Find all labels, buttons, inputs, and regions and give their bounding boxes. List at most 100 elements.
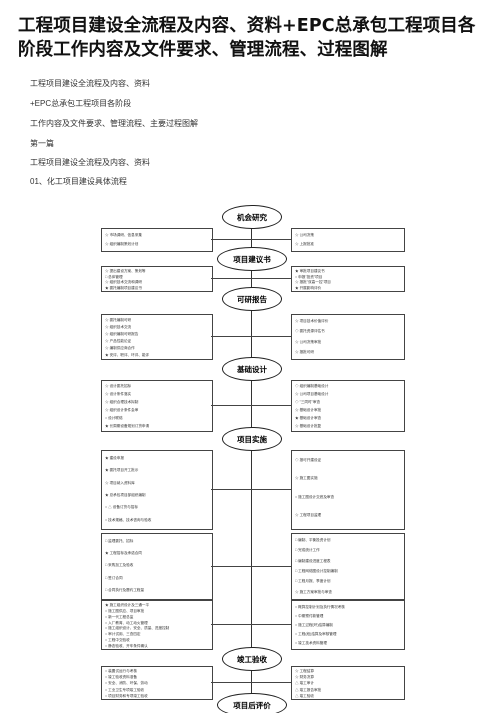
flow-box-right: ☆ 公司决策 ☆ 上报批准: [291, 228, 405, 252]
flow-connector: [251, 682, 291, 683]
flow-connector: [211, 239, 251, 240]
text-line-6: 01、化工项目建设具体流程: [30, 177, 127, 186]
flow-item-right: ○ 中期预付款管理: [295, 613, 324, 618]
flow-item-left: ○ 设计联络: [105, 415, 123, 420]
flow-item-left: ☆ 产品性能论证: [105, 338, 132, 343]
flow-item-left: ○ 新一代工程总监: [105, 614, 134, 619]
flow-box-right: ◇ 组织编制基础设计 ☆ 公司项目基础设计 ◇ "三同时"审查 ☆ 基础设计审批 ★ 基…: [291, 380, 405, 432]
flow-item-right: ★ 开展影响评价: [295, 285, 322, 290]
flow-item-left: ☆ 组织编制可研报告: [105, 331, 139, 336]
flow-item-right: △ 竣工验收: [295, 693, 314, 698]
flow-box-left: □ 监理委托、招标★ 工程招标及承诺合同□ 采购加工及验收□ 签订合同□ 合同执…: [101, 533, 213, 600]
flow-item-right: ☆ 公司决策审批: [295, 339, 322, 344]
flow-item-right: ☆ 报批可研: [295, 349, 314, 354]
flow-box-left: ★ 建设申报 ★ 委托项目开工批示 ☆ 项目纳入资料库 ★ 总承包项目部组织编制 ○ △…: [101, 450, 213, 530]
flow-connector: [211, 405, 251, 406]
text-line-4: 第一篇: [30, 139, 54, 148]
flow-item-right: ☆ 公司项目基础设计: [295, 392, 329, 397]
flow-item-left: □ 合同执行及履约工程量: [105, 587, 145, 592]
flow-item-left: ★ 建设申报: [105, 455, 124, 460]
flow-item-left: ☆ 组织技术交流和调研: [105, 280, 142, 285]
flow-item-right: ☆ 项目技术价值评价: [295, 319, 329, 324]
flow-connector: [211, 278, 251, 279]
flow-item-left: ★ 工程招标及承诺合同: [105, 551, 142, 556]
flow-item-left: ☆ 提出建设方案、策划等: [105, 269, 146, 274]
flow-item-right: ☆ 施工方案审批与审查: [295, 589, 332, 594]
flow-item-right: ◇ "三同时"审查: [295, 400, 321, 405]
flow-item-right: ○ 工程(段)结算及审核管理: [295, 631, 337, 636]
flow-item-right: ○ 施工图设计交底及审查: [295, 494, 335, 499]
flowchart: ☆ 市场调研、信息采集 ☆ 组织编制策划计划 ☆ 公司决策 ☆ 上报批准 ☆ 提出建设方…: [91, 198, 413, 713]
flow-item-left: ★ 委托编制项目建议书: [105, 285, 142, 290]
flow-node: 项目实施: [222, 427, 282, 451]
flow-item-left: ★ 总承包项目部组织编制: [105, 493, 146, 498]
document-title: 工程项目建设全流程及内容、资料+EPC总承包工程项目各阶段工作内容及文件要求、管…: [18, 16, 476, 60]
flow-connector: [251, 278, 291, 279]
text-line-5: 工程项目建设全流程及内容、资料: [30, 158, 150, 167]
flow-item-right: △ 竣工报告审批: [295, 687, 322, 692]
flow-box-right: ★ 审批项目建议书○ 申报"投资"项目☆ 报批"双高一控"项目★ 开展影响评价: [291, 266, 405, 292]
text-line-3: 工作内容及文件要求、管理流程、主要过程图解: [30, 119, 198, 128]
flow-item-left: ○ 竣工验收资料准备: [105, 675, 137, 680]
flow-item-left: ☆ 市场调研、信息采集: [105, 232, 142, 237]
flow-item-right: ☆ 基础设计审批: [295, 407, 322, 412]
flow-item-right: ○ 概算控制计划及执行情况考核: [295, 604, 345, 609]
flow-item-left: ○ 施工组织设计、安全、质量、进度控制: [105, 626, 170, 631]
flow-box-left: ★ 施工组织设计及三通一平○ 施工图供应、项目审批○ 新一代工程总监○ 入厂教育…: [101, 600, 213, 650]
flow-item-left: □ 监理委托、招标: [105, 538, 134, 543]
flow-box-left: ☆ 提出建设方案、策划等□ 总体管理☆ 组织技术交流和调研★ 委托编制项目建议书: [101, 266, 213, 292]
flow-node: 竣工验收: [222, 647, 282, 671]
flow-item-right: ☆ 施工图实施: [295, 476, 318, 481]
flow-box-left: ☆ 市场调研、信息采集 ☆ 组织编制策划计划: [101, 228, 213, 252]
flow-item-left: ☆ 设计条件落实: [105, 392, 132, 397]
flow-item-left: ☆ 组织编制策划计划: [105, 242, 139, 247]
flow-item-right: ◇ 组织编制基础设计: [295, 384, 329, 389]
flow-item-right: △ 竣工审计: [295, 681, 314, 686]
flow-item-left: ☆ 组织合理技术拟制: [105, 400, 139, 405]
flow-item-left: ☆ 项目纳入资料库: [105, 480, 135, 485]
flow-box-right: ☆ 项目技术价值评价 ◇ 委托资源评估书 ☆ 公司决策审批 ☆ 报批可研: [291, 314, 405, 360]
flow-connector: [211, 336, 251, 337]
flow-item-right: ★ 基础设计审查: [295, 415, 322, 420]
flow-item-right: ☆ 财务决算: [295, 675, 314, 680]
flow-item-right: □ 完成统计工作: [295, 548, 320, 553]
flow-item-right: ★ 审批项目建议书: [295, 269, 325, 274]
flow-item-right: □ 编制、平衡投资计划: [295, 538, 331, 543]
flow-item-left: ○ 静态验收、开车条件确认: [105, 643, 148, 648]
flow-item-right: ☆ 公司决策: [295, 232, 314, 237]
flow-box-right: □ 编制、平衡投资计划□ 完成统计工作□ 编制建设进度工程表□ 工程网络图设计控…: [291, 533, 405, 600]
flow-box-right: ◇ 报可开建设证☆ 施工图实施○ 施工图设计交底及审查☆ 工程项目监理: [291, 450, 405, 530]
flow-connector: [211, 682, 251, 683]
flow-item-left: ○ 装置试运行与考核: [105, 669, 137, 674]
flow-node: 机会研究: [222, 205, 282, 229]
flow-item-right: ☆ 工程结算: [295, 669, 314, 674]
text-line-2: +EPC总承包工程项目各阶段: [30, 99, 132, 108]
flow-item-left: ○ 工业卫生专项竣工验收: [105, 687, 145, 692]
flow-connector: [251, 336, 291, 337]
flow-item-left: ○ 项目财务和专项竣工验收: [105, 693, 148, 698]
flow-item-left: ☆ 设计委托招标: [105, 384, 132, 389]
flow-item-left: ○ 安全、消防、环保、劳动: [105, 681, 148, 686]
flow-box-right: ○ 概算控制计划及执行情况考核○ 中期预付款管理○ 施工过程(环)结算编制○ 工…: [291, 600, 405, 650]
flow-node: 项目后评价: [217, 693, 287, 713]
flow-node: 基础设计: [222, 357, 282, 381]
flow-box-left: ○ 装置试运行与考核○ 竣工验收资料准备○ 安全、消防、环保、劳动○ 工业卫生专…: [101, 666, 213, 700]
flow-connector: [251, 239, 291, 240]
flow-item-left: ★ 施工组织设计及三通一平: [105, 603, 150, 608]
flow-item-left: ○ △ 设备订货与招标: [105, 505, 138, 510]
flow-item-left: ○ 工程中交验收: [105, 638, 130, 642]
flow-node: 可研报告: [222, 287, 282, 311]
flow-item-right: ☆ 报批"双高一控"项目: [295, 280, 331, 285]
flow-item-right: □ 编制建设进度工程表: [295, 558, 331, 563]
flow-item-left: ★ 委托项目开工批示: [105, 468, 139, 473]
flow-item-right: ◇ 委托资源评估书: [295, 329, 325, 334]
flow-item-left: ☆ 组织设计条件会审: [105, 407, 139, 412]
flow-item-right: ☆ 上报批准: [295, 242, 314, 247]
flow-item-right: ○ 竣工技术资料管理: [295, 640, 327, 645]
flow-item-left: □ 总体管理: [105, 274, 123, 279]
flow-connector: [211, 565, 251, 567]
flow-item-left: ★ 安评、职评、环评、能评: [105, 352, 150, 357]
flow-item-right: ◇ 报可开建设证: [295, 458, 322, 463]
flow-connector: [211, 489, 251, 490]
flow-box-left: ☆ 设计委托招标 ☆ 设计条件落实 ☆ 组织合理技术拟制 ☆ 组织设计条件会审 ○ 设计…: [101, 380, 213, 432]
